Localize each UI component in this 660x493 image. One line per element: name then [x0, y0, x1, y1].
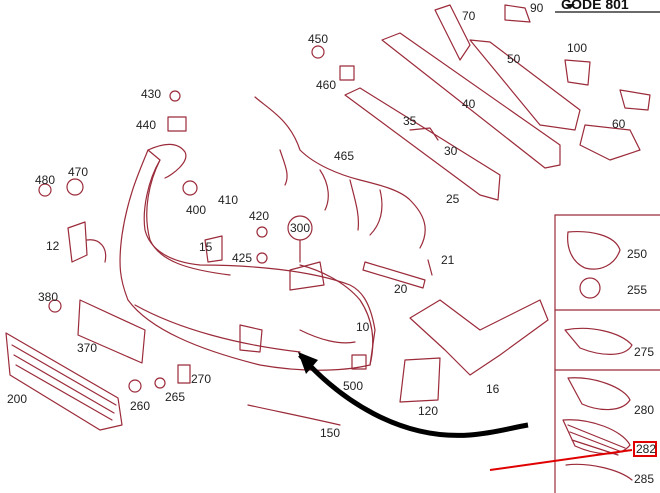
bolt-260: [128, 379, 142, 393]
part-label-470: 470: [68, 165, 89, 179]
fog-lamp-255: [579, 277, 601, 299]
part-label-200: 200: [7, 392, 28, 406]
bracket-100: [564, 59, 591, 86]
bolt-420: [256, 226, 268, 238]
sensor-480: [38, 183, 52, 197]
clip-440: [167, 116, 187, 132]
part-label-15: 15: [199, 240, 213, 254]
bumper-upper-edge: [147, 143, 187, 179]
part-label-70: 70: [462, 9, 476, 23]
part-label-430: 430: [141, 87, 162, 101]
sensor-400: [182, 180, 198, 196]
part-label-20: 20: [394, 282, 408, 296]
part-label-270: 270: [191, 372, 212, 386]
fog-lamp-recess: [239, 324, 263, 353]
part-label-460: 460: [316, 78, 337, 92]
bracket-60: [579, 124, 641, 161]
part-label-410: 410: [218, 193, 239, 207]
part-label-275: 275: [634, 345, 655, 359]
bolt-380: [48, 299, 62, 313]
part-label-425: 425: [232, 251, 253, 265]
part-label-50: 50: [507, 52, 521, 66]
bumper-lower-grille-area: [134, 304, 301, 353]
trim-strip-20: [362, 261, 426, 289]
part-label-282: 282: [636, 442, 657, 456]
part-label-440: 440: [136, 118, 157, 132]
bracket-15: [204, 235, 223, 263]
bracket-70: [434, 4, 471, 61]
part-label-500: 500: [343, 379, 364, 393]
part-label-10: 10: [356, 320, 370, 334]
part-label-12: 12: [46, 239, 60, 253]
part-label-300: 300: [290, 221, 311, 235]
part-label-90: 90: [530, 1, 544, 15]
clip-460: [339, 65, 355, 81]
clip-270: [177, 364, 191, 384]
part-label-450: 450: [308, 32, 329, 46]
part-label-100: 100: [567, 41, 588, 55]
sensor-470: [66, 178, 84, 196]
part-label-260: 260: [130, 399, 151, 413]
sensor-bracket-300: [289, 261, 325, 291]
clip-21: [427, 259, 433, 276]
part-label-25: 25: [446, 192, 460, 206]
direction-arrow: [298, 353, 529, 438]
part-label-40: 40: [462, 97, 476, 111]
highlight-box-282: [633, 441, 657, 457]
clip-265: [154, 377, 166, 389]
wiring-harness: [254, 96, 426, 249]
part-label-280: 280: [634, 403, 655, 417]
part-label-285: 285: [634, 472, 655, 486]
reinforcement-bar-50: [469, 39, 581, 131]
part-label-465: 465: [334, 149, 355, 163]
trim-285: [565, 463, 633, 481]
part-label-400: 400: [186, 203, 207, 217]
license-plate-bracket: [77, 299, 146, 364]
bumper-inner-line: [146, 159, 231, 276]
lower-grille: [5, 332, 123, 431]
bracket-90: [504, 4, 531, 23]
part-label-420: 420: [249, 209, 270, 223]
catalog-code-label: CODE 801: [561, 0, 629, 12]
part-label-370: 370: [77, 341, 98, 355]
part-label-30: 30: [444, 144, 458, 158]
bracket-12: [67, 221, 88, 263]
reinforcement-bar-40: [381, 32, 561, 169]
trim-275: [564, 327, 633, 355]
part-label-60: 60: [612, 117, 626, 131]
part-label-480: 480: [35, 173, 56, 187]
fog-surround-250: [567, 230, 621, 270]
part-label-120: 120: [418, 404, 439, 418]
bumper-right-vent: [299, 329, 356, 344]
part-label-250: 250: [627, 247, 648, 261]
part-label-35: 35: [403, 114, 417, 128]
bumper-right-side: [299, 264, 374, 366]
clip-500: [351, 354, 367, 370]
part-label-21: 21: [441, 253, 455, 267]
reinforcement-bar-25: [344, 87, 501, 201]
part-label-150: 150: [320, 426, 341, 440]
side-bracket-16: [409, 299, 549, 376]
grille-insert-282: [562, 419, 631, 455]
clip-35: [409, 127, 439, 141]
bolt-430: [169, 90, 181, 102]
bracket-100b: [619, 89, 651, 111]
grille-insert-280: [567, 377, 631, 411]
part-label-265: 265: [165, 390, 186, 404]
part-label-16: 16: [486, 382, 500, 396]
highlight-pointer: [489, 449, 633, 471]
trim-150: [247, 404, 341, 426]
bolt-450: [311, 45, 325, 59]
part-label-255: 255: [627, 283, 648, 297]
wheel-arch-liner-120: [399, 357, 441, 403]
nut-425: [256, 252, 268, 264]
part-label-380: 380: [38, 290, 59, 304]
